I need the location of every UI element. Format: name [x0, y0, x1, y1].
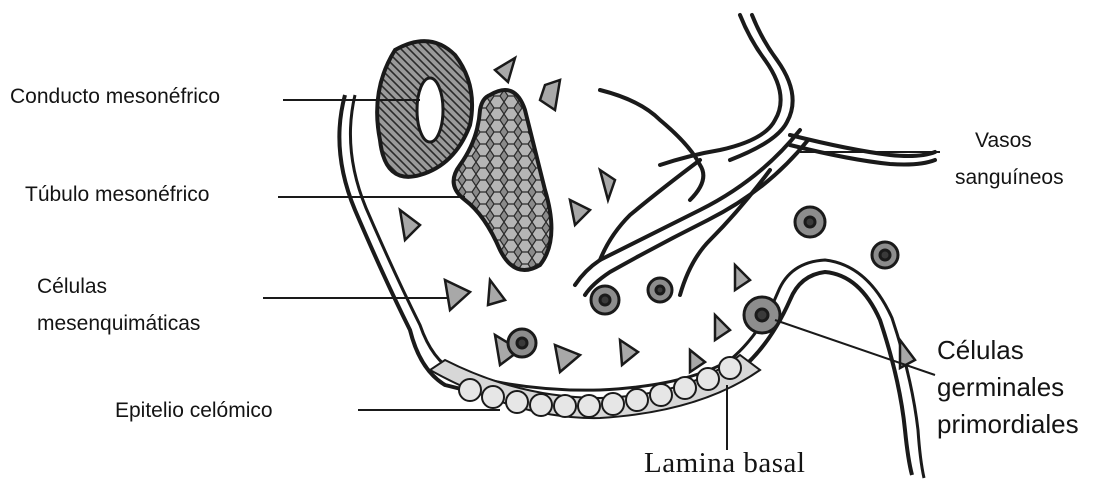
label-celulas-mesenquimaticas-1: Células	[37, 276, 107, 298]
label-vasos-1: Vasos	[975, 130, 1032, 152]
label-conducto-mesonefrico: Conducto mesonéfrico	[10, 86, 220, 108]
label-celulas-germinales-3: primordiales	[937, 409, 1079, 441]
label-epitelio-celomico: Epitelio celómico	[115, 400, 273, 422]
label-celulas-germinales-2: germinales	[937, 372, 1064, 404]
mesenchymal-cells	[400, 58, 915, 372]
label-vasos-2: sanguíneos	[955, 167, 1064, 189]
label-celulas-germinales-1: Células	[937, 335, 1024, 367]
label-tubulo-mesonefrico: Túbulo mesonéfrico	[25, 184, 209, 206]
primordial-germ-cells	[508, 207, 898, 357]
label-lamina-basal: Lamina basal	[644, 448, 805, 478]
label-celulas-mesenquimaticas-2: mesenquimáticas	[37, 313, 200, 335]
mesonephric-duct	[377, 41, 472, 177]
